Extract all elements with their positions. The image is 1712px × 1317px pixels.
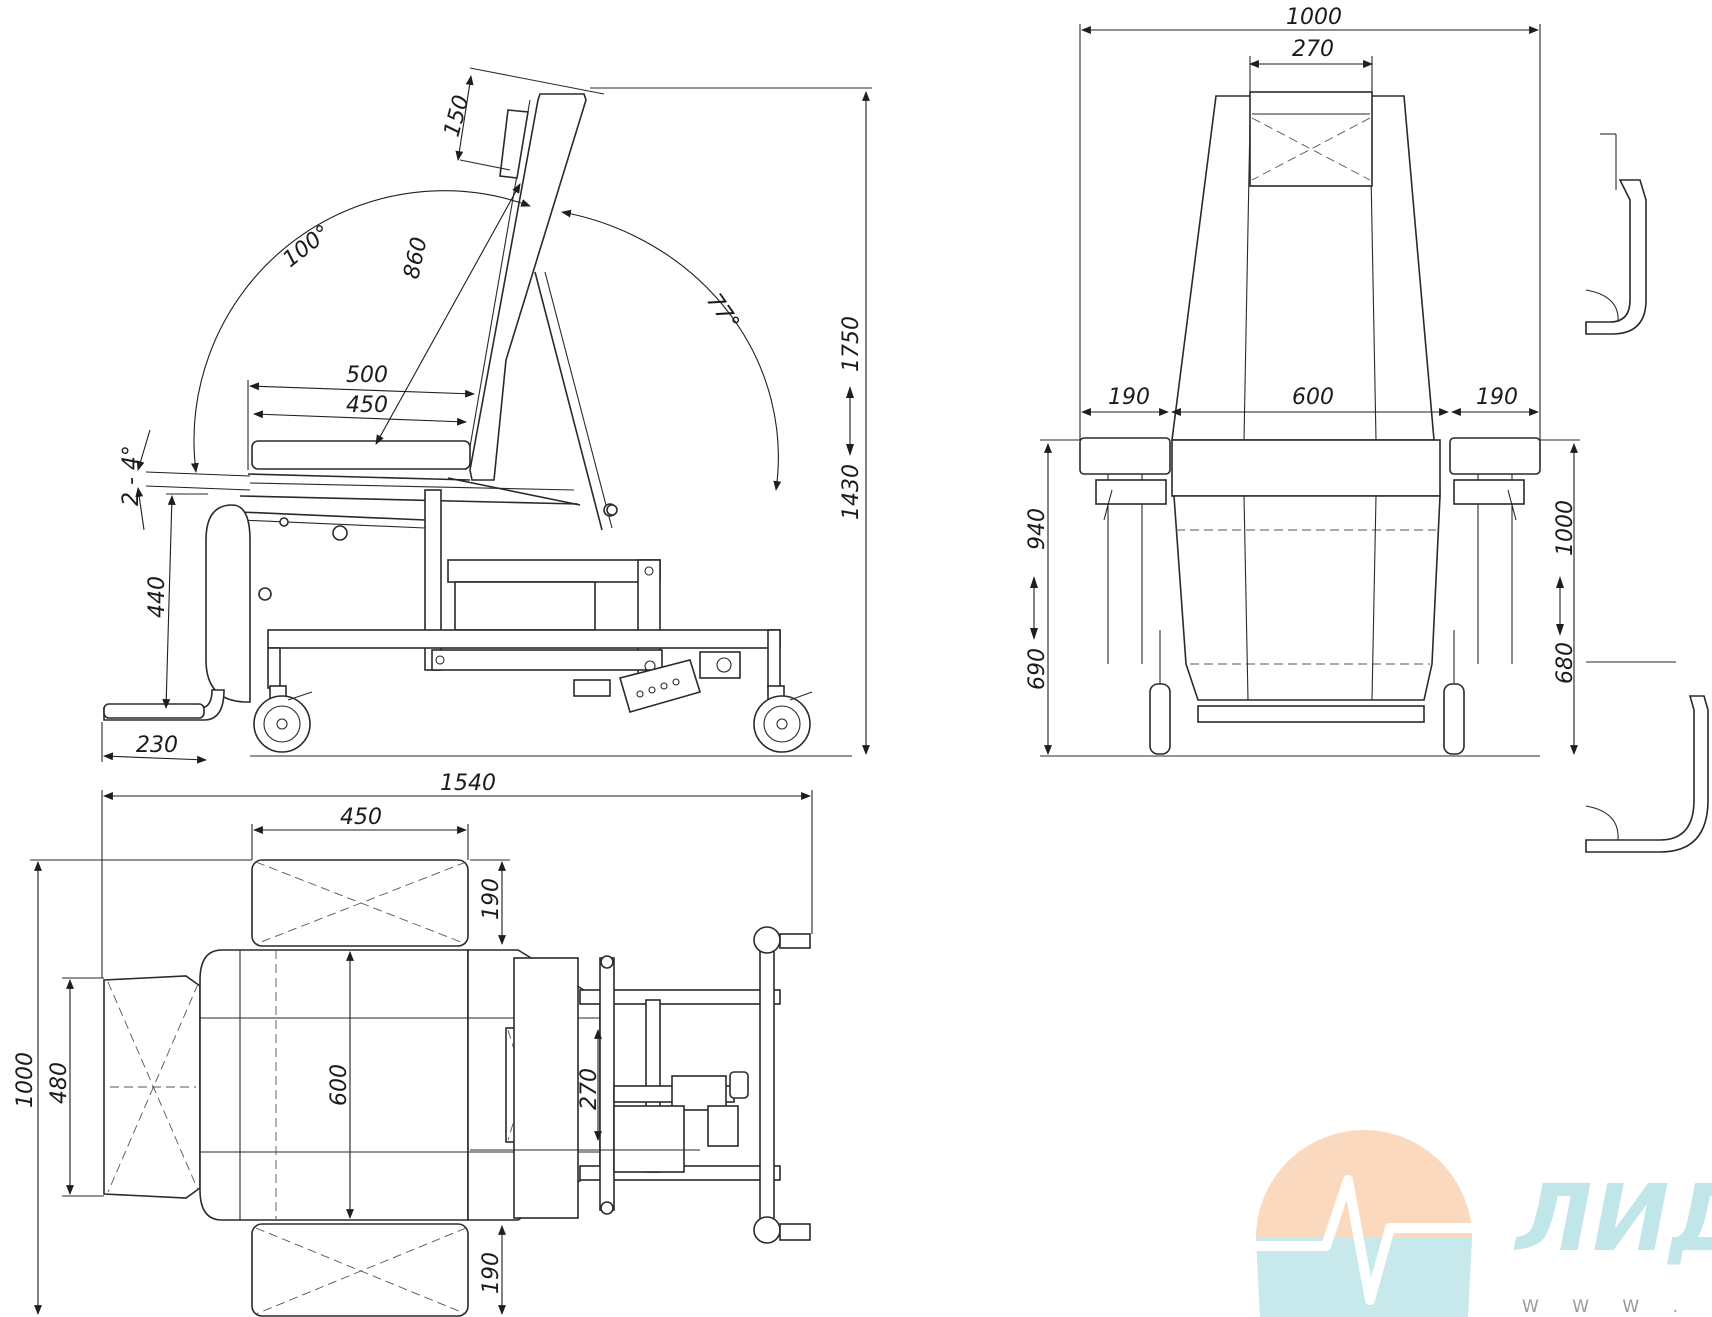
dim-top-armrest: 450 <box>340 805 382 830</box>
side-backrest <box>465 93 587 481</box>
dim-top-footrest: 480 <box>47 1062 72 1104</box>
front-backrest <box>1171 91 1435 441</box>
detail-armrest-upper <box>1585 133 1647 335</box>
dim-footrest-height: 440 <box>145 576 170 618</box>
dim-backrest: 860 <box>399 235 432 281</box>
dim-tilt-angle: 77° <box>701 289 744 335</box>
top-armrest-lower <box>251 1223 469 1317</box>
top-armrest-upper <box>251 859 469 947</box>
dim-front-right-arm: 190 <box>1476 385 1518 410</box>
watermark-logo <box>1256 1130 1472 1317</box>
front-armrest-right <box>1449 437 1541 664</box>
dim-tilt-angle-arc <box>561 209 782 491</box>
dim-top-seat: 600 <box>327 1064 352 1106</box>
side-caster-rear <box>753 685 813 753</box>
side-back-strut <box>534 271 603 531</box>
top-base-frame <box>513 926 811 1244</box>
front-seat <box>1171 439 1441 723</box>
side-motor <box>573 651 741 713</box>
dim-seat-length-line <box>249 382 475 398</box>
dim-top-width: 1000 <box>13 1052 38 1108</box>
watermark-url: W W W . Л И Д <box>1522 1297 1712 1317</box>
dim-headrest: 150 <box>440 93 475 140</box>
dim-top-headrest: 270 <box>577 1068 602 1110</box>
dim-total-height: 1750 <box>839 316 864 372</box>
dim-top-armrest-bottom: 190 <box>479 1252 504 1294</box>
front-armrest-left <box>1079 437 1171 664</box>
dim-front-left-arm: 190 <box>1108 385 1150 410</box>
top-actuator <box>613 1071 749 1173</box>
dim-footrest-depth: 230 <box>136 733 178 758</box>
dim-headrest-line <box>455 75 474 161</box>
dim-seat-length: 500 <box>346 363 388 388</box>
top-seat <box>199 949 469 1221</box>
front-view: 1000 270 190 600 190 940 690 1000 680 <box>1025 5 1580 757</box>
dim-back-angle: 100° <box>278 220 335 272</box>
side-caster-front <box>253 685 313 753</box>
front-casters <box>1149 630 1465 755</box>
side-frame-rod <box>239 511 426 521</box>
dim-seat-pad-line <box>253 410 467 426</box>
detail-armrest-lower <box>1585 661 1709 853</box>
side-lift-frame <box>267 559 781 689</box>
dim-front-min-seat: 690 <box>1025 648 1050 690</box>
dim-seat-pad: 450 <box>346 393 388 418</box>
dim-back-angle-arc <box>190 190 531 473</box>
top-view: 1540 450 190 190 1000 480 600 270 <box>13 771 813 1317</box>
dim-front-seat: 600 <box>1292 385 1334 410</box>
side-view: 150 860 100° 77° 500 450 2 - 4° 440 230 … <box>101 67 872 764</box>
watermark-brand: ЛИД <box>1513 1165 1712 1272</box>
dim-front-max-arm: 1000 <box>1553 500 1578 556</box>
dim-seat-tilt: 2 - 4° <box>119 445 144 506</box>
dim-top-armrest-top: 190 <box>479 878 504 920</box>
side-leg-rest <box>103 504 272 721</box>
dim-front-headrest: 270 <box>1292 37 1334 62</box>
dim-footrest-height-line <box>162 495 176 709</box>
dim-front-max-seat: 940 <box>1025 508 1050 550</box>
dim-front-width: 1000 <box>1286 5 1342 30</box>
dim-footrest-depth-line <box>103 752 207 764</box>
dim-min-height: 1430 <box>839 464 864 520</box>
dim-front-min-arm: 680 <box>1553 642 1578 684</box>
dim-top-length: 1540 <box>440 771 496 796</box>
top-footrest <box>103 975 201 1199</box>
